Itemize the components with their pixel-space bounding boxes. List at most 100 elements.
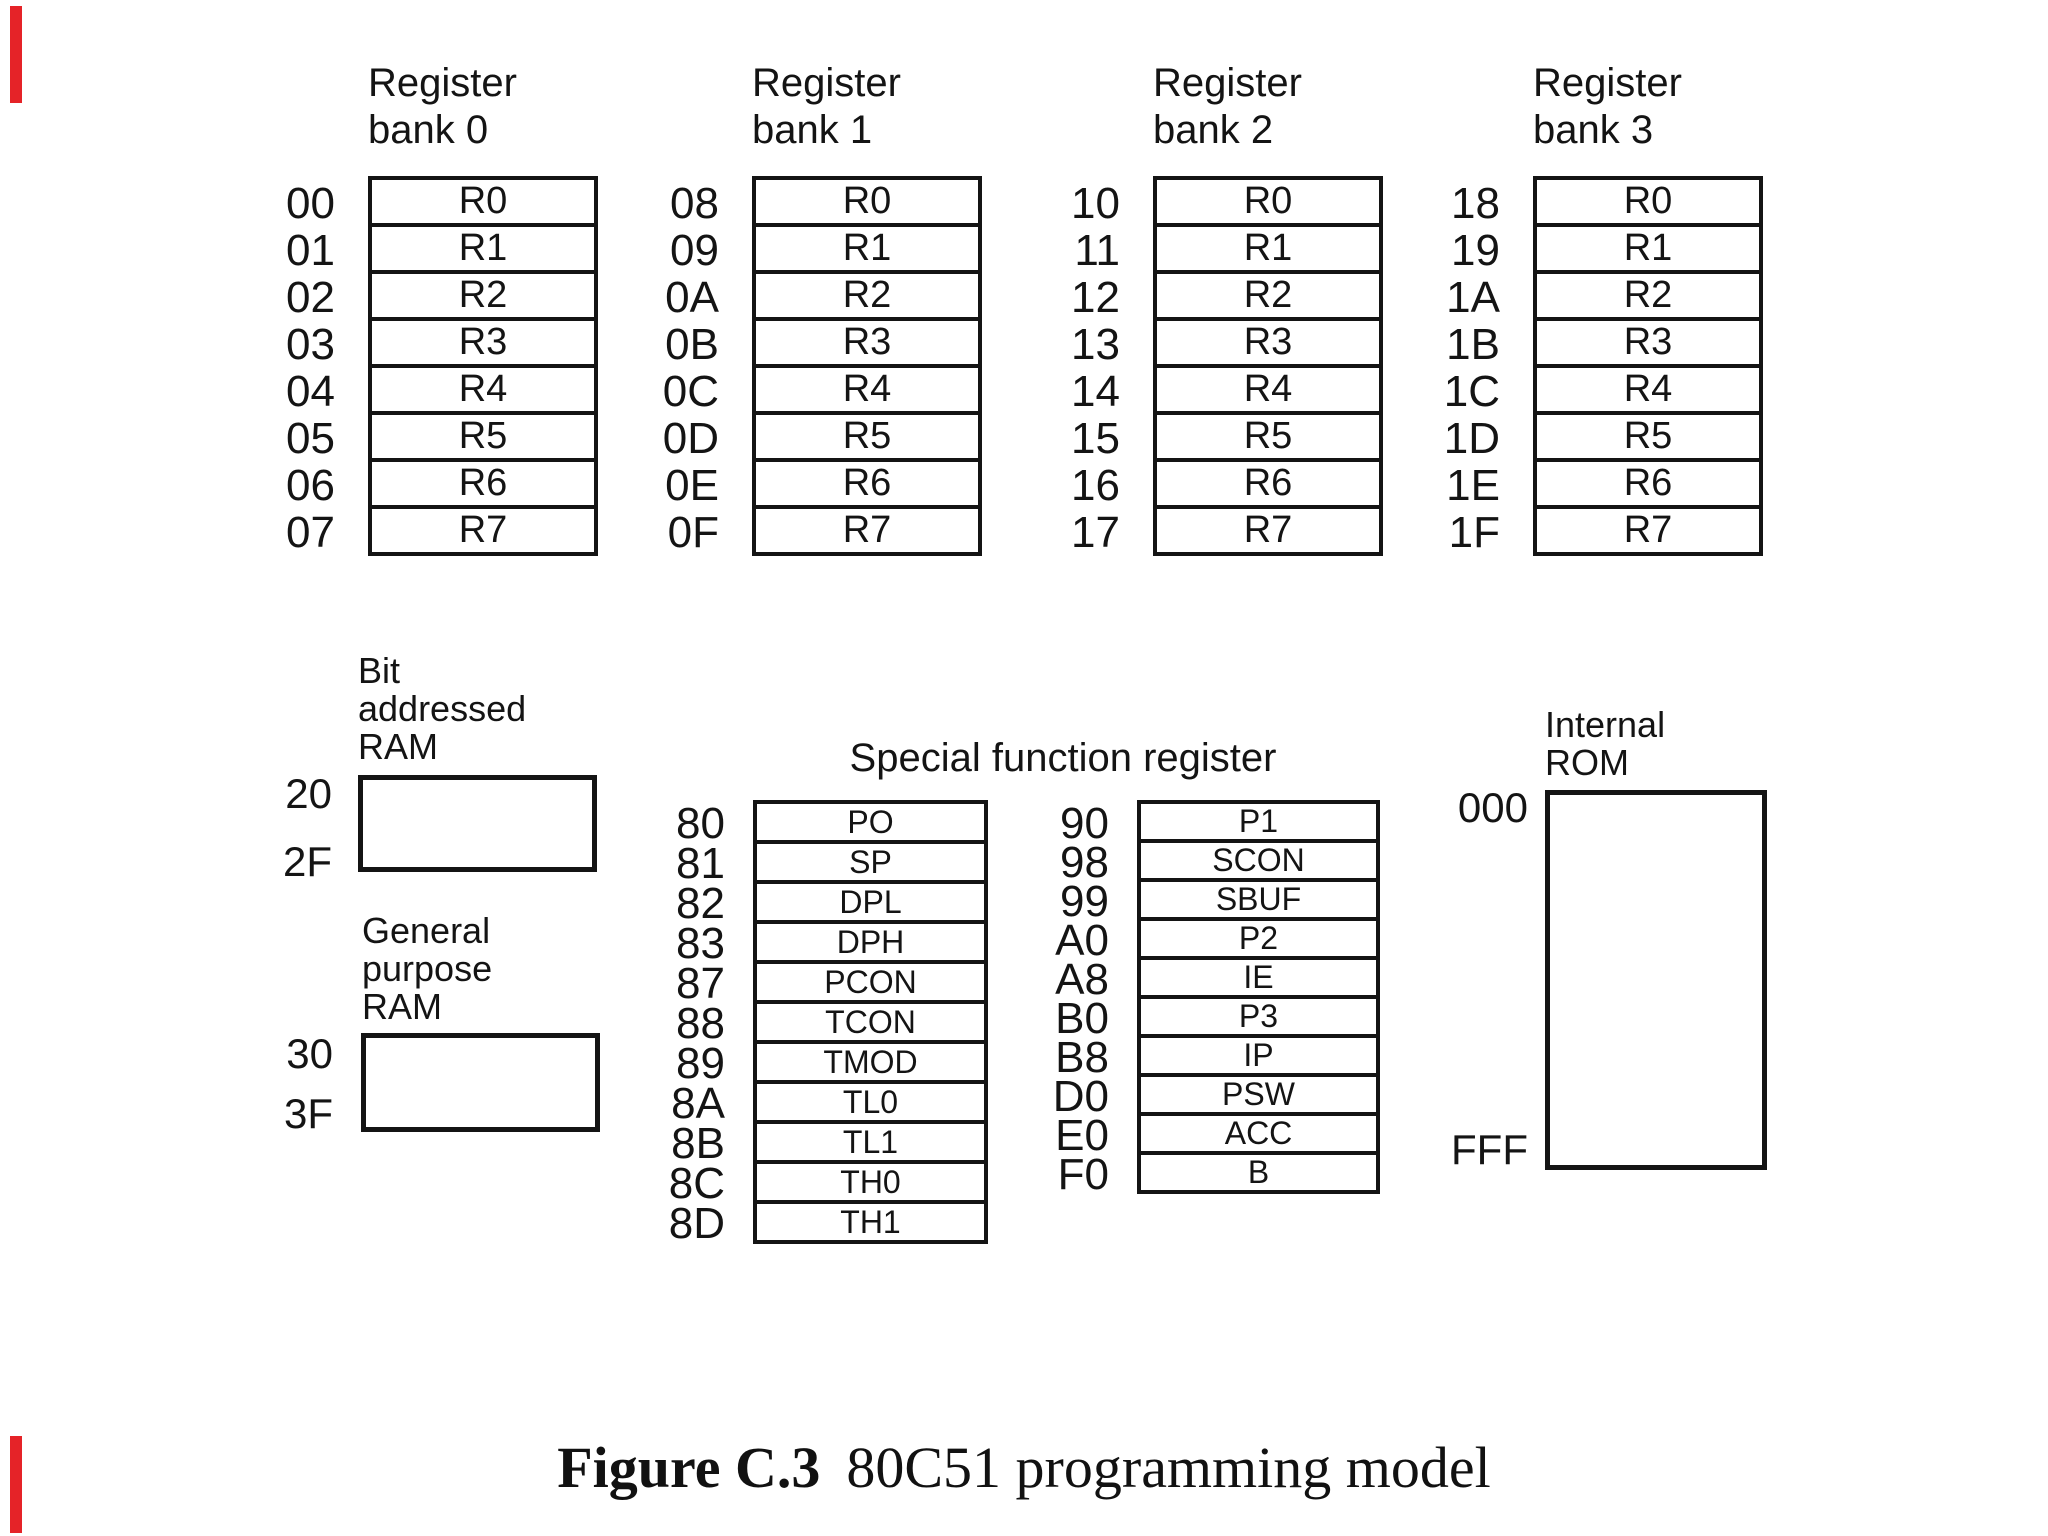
sfr-left-address-column: 80 81 82 83 87 88 89 8A 8B 8C 8D xyxy=(595,800,725,1246)
register-bank-3: Register bank 3 18 19 1A 1B 1C 1D 1E 1F … xyxy=(1375,60,1765,556)
gp-ram-end-address: 3F xyxy=(283,1090,333,1137)
sfr-right-box: P1 SCON SBUF P2 IE P3 IP PSW ACC B xyxy=(1137,800,1380,1194)
register-cell: R1 xyxy=(1537,227,1759,274)
sfr-cell: PO xyxy=(757,804,984,844)
address-label: 1A xyxy=(1446,273,1500,322)
register-cell: R6 xyxy=(372,462,594,509)
address-label: D0 xyxy=(1052,1072,1109,1121)
address-label: 13 xyxy=(1071,320,1120,369)
bit-ram-label-line1: Bit xyxy=(358,650,401,691)
bank-1-title: Register bank 1 xyxy=(752,60,984,154)
address-label: B0 xyxy=(1055,994,1109,1043)
general-purpose-ram-box xyxy=(361,1033,600,1132)
register-cell: R6 xyxy=(756,462,978,509)
address-label: 81 xyxy=(676,839,725,888)
address-label: A8 xyxy=(1055,955,1109,1004)
bank-1-address-column: 08 09 0A 0B 0C 0D 0E 0F xyxy=(594,176,719,556)
register-cell: R1 xyxy=(372,227,594,274)
gp-ram-start-address: 30 xyxy=(286,1030,333,1077)
address-label: 11 xyxy=(1074,226,1120,275)
bank-2-address-column: 10 11 12 13 14 15 16 17 xyxy=(995,176,1120,556)
register-cell: R5 xyxy=(372,415,594,462)
bank-3-title-line2: bank 3 xyxy=(1533,108,1654,152)
register-cell: R0 xyxy=(1537,180,1759,227)
internal-rom-box xyxy=(1545,790,1767,1170)
address-label: 1D xyxy=(1443,414,1500,463)
bit-addressed-ram-label: Bit addressed RAM xyxy=(358,652,526,766)
register-cell: R4 xyxy=(372,368,594,415)
address-label: 0A xyxy=(665,273,719,322)
address-label: 83 xyxy=(676,919,725,968)
register-cell: R3 xyxy=(372,321,594,368)
address-label: 15 xyxy=(1071,414,1120,463)
gp-ram-label-line3: RAM xyxy=(362,986,442,1027)
rom-start-address: 000 xyxy=(1457,784,1528,831)
sfr-cell: DPL xyxy=(757,884,984,924)
register-cell: R7 xyxy=(458,509,508,551)
register-bank-2: Register bank 2 10 11 12 13 14 15 16 17 … xyxy=(995,60,1385,556)
register-bank-0: Register bank 0 00 01 02 03 04 05 06 07 … xyxy=(210,60,600,556)
sfr-left-box: PO SP DPL DPH PCON TCON TMOD TL0 TL1 TH0… xyxy=(753,800,988,1244)
address-label: 08 xyxy=(670,179,719,228)
address-label: 09 xyxy=(670,226,719,275)
register-cell: R6 xyxy=(1537,462,1759,509)
bank-0-register-box: R0 R1 R2 R3 R4 R5 R6 R7 xyxy=(368,176,598,556)
register-cell: R3 xyxy=(1157,321,1379,368)
register-cell: R0 xyxy=(372,180,594,227)
bank-3-title: Register bank 3 xyxy=(1533,60,1765,154)
register-cell: R0 xyxy=(1157,180,1379,227)
address-label: 03 xyxy=(286,320,335,369)
address-label: 0F xyxy=(667,508,719,557)
sfr-cell: IE xyxy=(1141,960,1376,999)
register-cell: R2 xyxy=(756,274,978,321)
rom-label-line2: ROM xyxy=(1545,742,1629,783)
address-label: 8C xyxy=(668,1159,725,1208)
register-cell: R6 xyxy=(1157,462,1379,509)
sfr-cell: IP xyxy=(1141,1038,1376,1077)
register-cell: R7 xyxy=(842,509,892,551)
register-cell: R0 xyxy=(756,180,978,227)
address-label: 98 xyxy=(1060,838,1109,887)
address-label: 1C xyxy=(1443,367,1500,416)
register-cell: R7 xyxy=(1623,509,1673,551)
address-label: B8 xyxy=(1055,1033,1109,1082)
bank-1-title-line2: bank 1 xyxy=(752,108,873,152)
sfr-cell: ACC xyxy=(1141,1116,1376,1155)
register-cell: R2 xyxy=(372,274,594,321)
red-edge-mark-top xyxy=(10,6,22,103)
register-bank-1: Register bank 1 08 09 0A 0B 0C 0D 0E 0F … xyxy=(594,60,984,556)
address-label: A0 xyxy=(1055,916,1109,965)
address-label: 14 xyxy=(1071,367,1120,416)
bit-ram-label-line2: addressed xyxy=(358,688,527,729)
sfr-right-column: 90 98 99 A0 A8 B0 B8 D0 E0 F0 P1 SCON SB… xyxy=(979,800,1380,1197)
register-cell: R4 xyxy=(1157,368,1379,415)
sfr-cell: TH1 xyxy=(840,1204,901,1240)
sfr-cell: TL1 xyxy=(757,1124,984,1164)
address-label: 06 xyxy=(286,461,335,510)
bank-0-title: Register bank 0 xyxy=(368,60,600,154)
address-label: 07 xyxy=(286,508,335,557)
register-cell: R2 xyxy=(1157,274,1379,321)
address-label: 1E xyxy=(1446,461,1500,510)
sfr-cell: TMOD xyxy=(757,1044,984,1084)
register-cell: R3 xyxy=(1537,321,1759,368)
bank-0-address-column: 00 01 02 03 04 05 06 07 xyxy=(210,176,335,556)
figure-caption-title: 80C51 programming model xyxy=(846,1435,1491,1500)
red-edge-mark-bottom xyxy=(10,1436,22,1533)
register-cell: R1 xyxy=(756,227,978,274)
gp-ram-label-line1: General xyxy=(362,910,491,951)
register-cell: R3 xyxy=(756,321,978,368)
bank-2-title-line1: Register xyxy=(1153,61,1302,105)
figure-caption: Figure C.3 80C51 programming model xyxy=(0,1434,2048,1501)
figure-caption-label: Figure C.3 xyxy=(557,1435,821,1500)
register-cell: R4 xyxy=(1537,368,1759,415)
rom-end-address: FFF xyxy=(1451,1126,1528,1173)
address-label: 1F xyxy=(1448,508,1500,557)
sfr-cell: P2 xyxy=(1141,921,1376,960)
address-label: 18 xyxy=(1451,179,1500,228)
sfr-cell: SP xyxy=(757,844,984,884)
sfr-left-column: 80 81 82 83 87 88 89 8A 8B 8C 8D PO SP D… xyxy=(595,800,988,1246)
address-label: 10 xyxy=(1071,179,1120,228)
bank-1-title-line1: Register xyxy=(752,61,901,105)
